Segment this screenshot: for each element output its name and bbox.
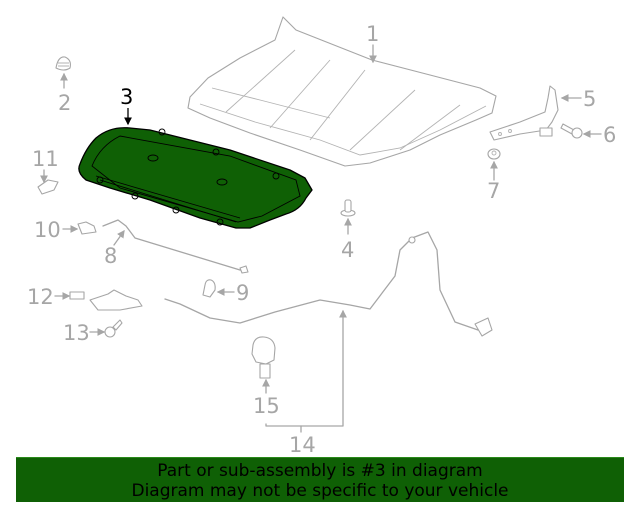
callout-14[interactable]: 14 bbox=[289, 433, 316, 457]
leader-8 bbox=[113, 229, 125, 246]
callout-3[interactable]: 3 bbox=[120, 85, 133, 109]
callout-15[interactable]: 15 bbox=[253, 394, 280, 418]
callout-2[interactable]: 2 bbox=[58, 91, 71, 115]
callout-7[interactable]: 7 bbox=[487, 179, 500, 203]
part-7-grommet[interactable] bbox=[487, 148, 501, 160]
part-15-release-handle[interactable] bbox=[251, 336, 276, 379]
banner-line-part-number: Part or sub-assembly is #3 in diagram bbox=[157, 461, 483, 481]
part-8-hood-support-rod[interactable] bbox=[102, 219, 249, 274]
callout-6[interactable]: 6 bbox=[603, 123, 616, 147]
callout-4[interactable]: 4 bbox=[341, 238, 354, 262]
callout-10[interactable]: 10 bbox=[34, 218, 61, 242]
leader-14 bbox=[265, 309, 347, 427]
part-2-hood-cushion[interactable] bbox=[55, 56, 71, 71]
part-14-release-cable[interactable] bbox=[164, 231, 493, 337]
callout-12[interactable]: 12 bbox=[27, 285, 54, 309]
part-10-clip[interactable] bbox=[77, 221, 97, 235]
part-6-bolt[interactable] bbox=[560, 123, 583, 139]
part-11-clip[interactable] bbox=[37, 179, 59, 195]
part-12-hood-lock[interactable] bbox=[69, 289, 143, 311]
part-1-hood[interactable] bbox=[187, 16, 497, 167]
callout-5[interactable]: 5 bbox=[583, 87, 596, 111]
notice-banner: Part or sub-assembly is #3 in diagram Di… bbox=[16, 457, 624, 502]
part-5-hood-hinge[interactable] bbox=[489, 85, 559, 141]
callout-9[interactable]: 9 bbox=[236, 281, 249, 305]
callout-11[interactable]: 11 bbox=[32, 147, 59, 171]
callout-8[interactable]: 8 bbox=[104, 244, 117, 268]
banner-line-disclaimer: Diagram may not be specific to your vehi… bbox=[131, 481, 509, 501]
part-13-bolt[interactable] bbox=[104, 319, 123, 338]
part-3-hood-insulator[interactable] bbox=[78, 127, 313, 229]
part-4-clip[interactable] bbox=[340, 199, 356, 217]
part-9-rod-holder[interactable] bbox=[202, 279, 216, 298]
callout-13[interactable]: 13 bbox=[63, 321, 90, 345]
callout-1[interactable]: 1 bbox=[366, 22, 379, 46]
